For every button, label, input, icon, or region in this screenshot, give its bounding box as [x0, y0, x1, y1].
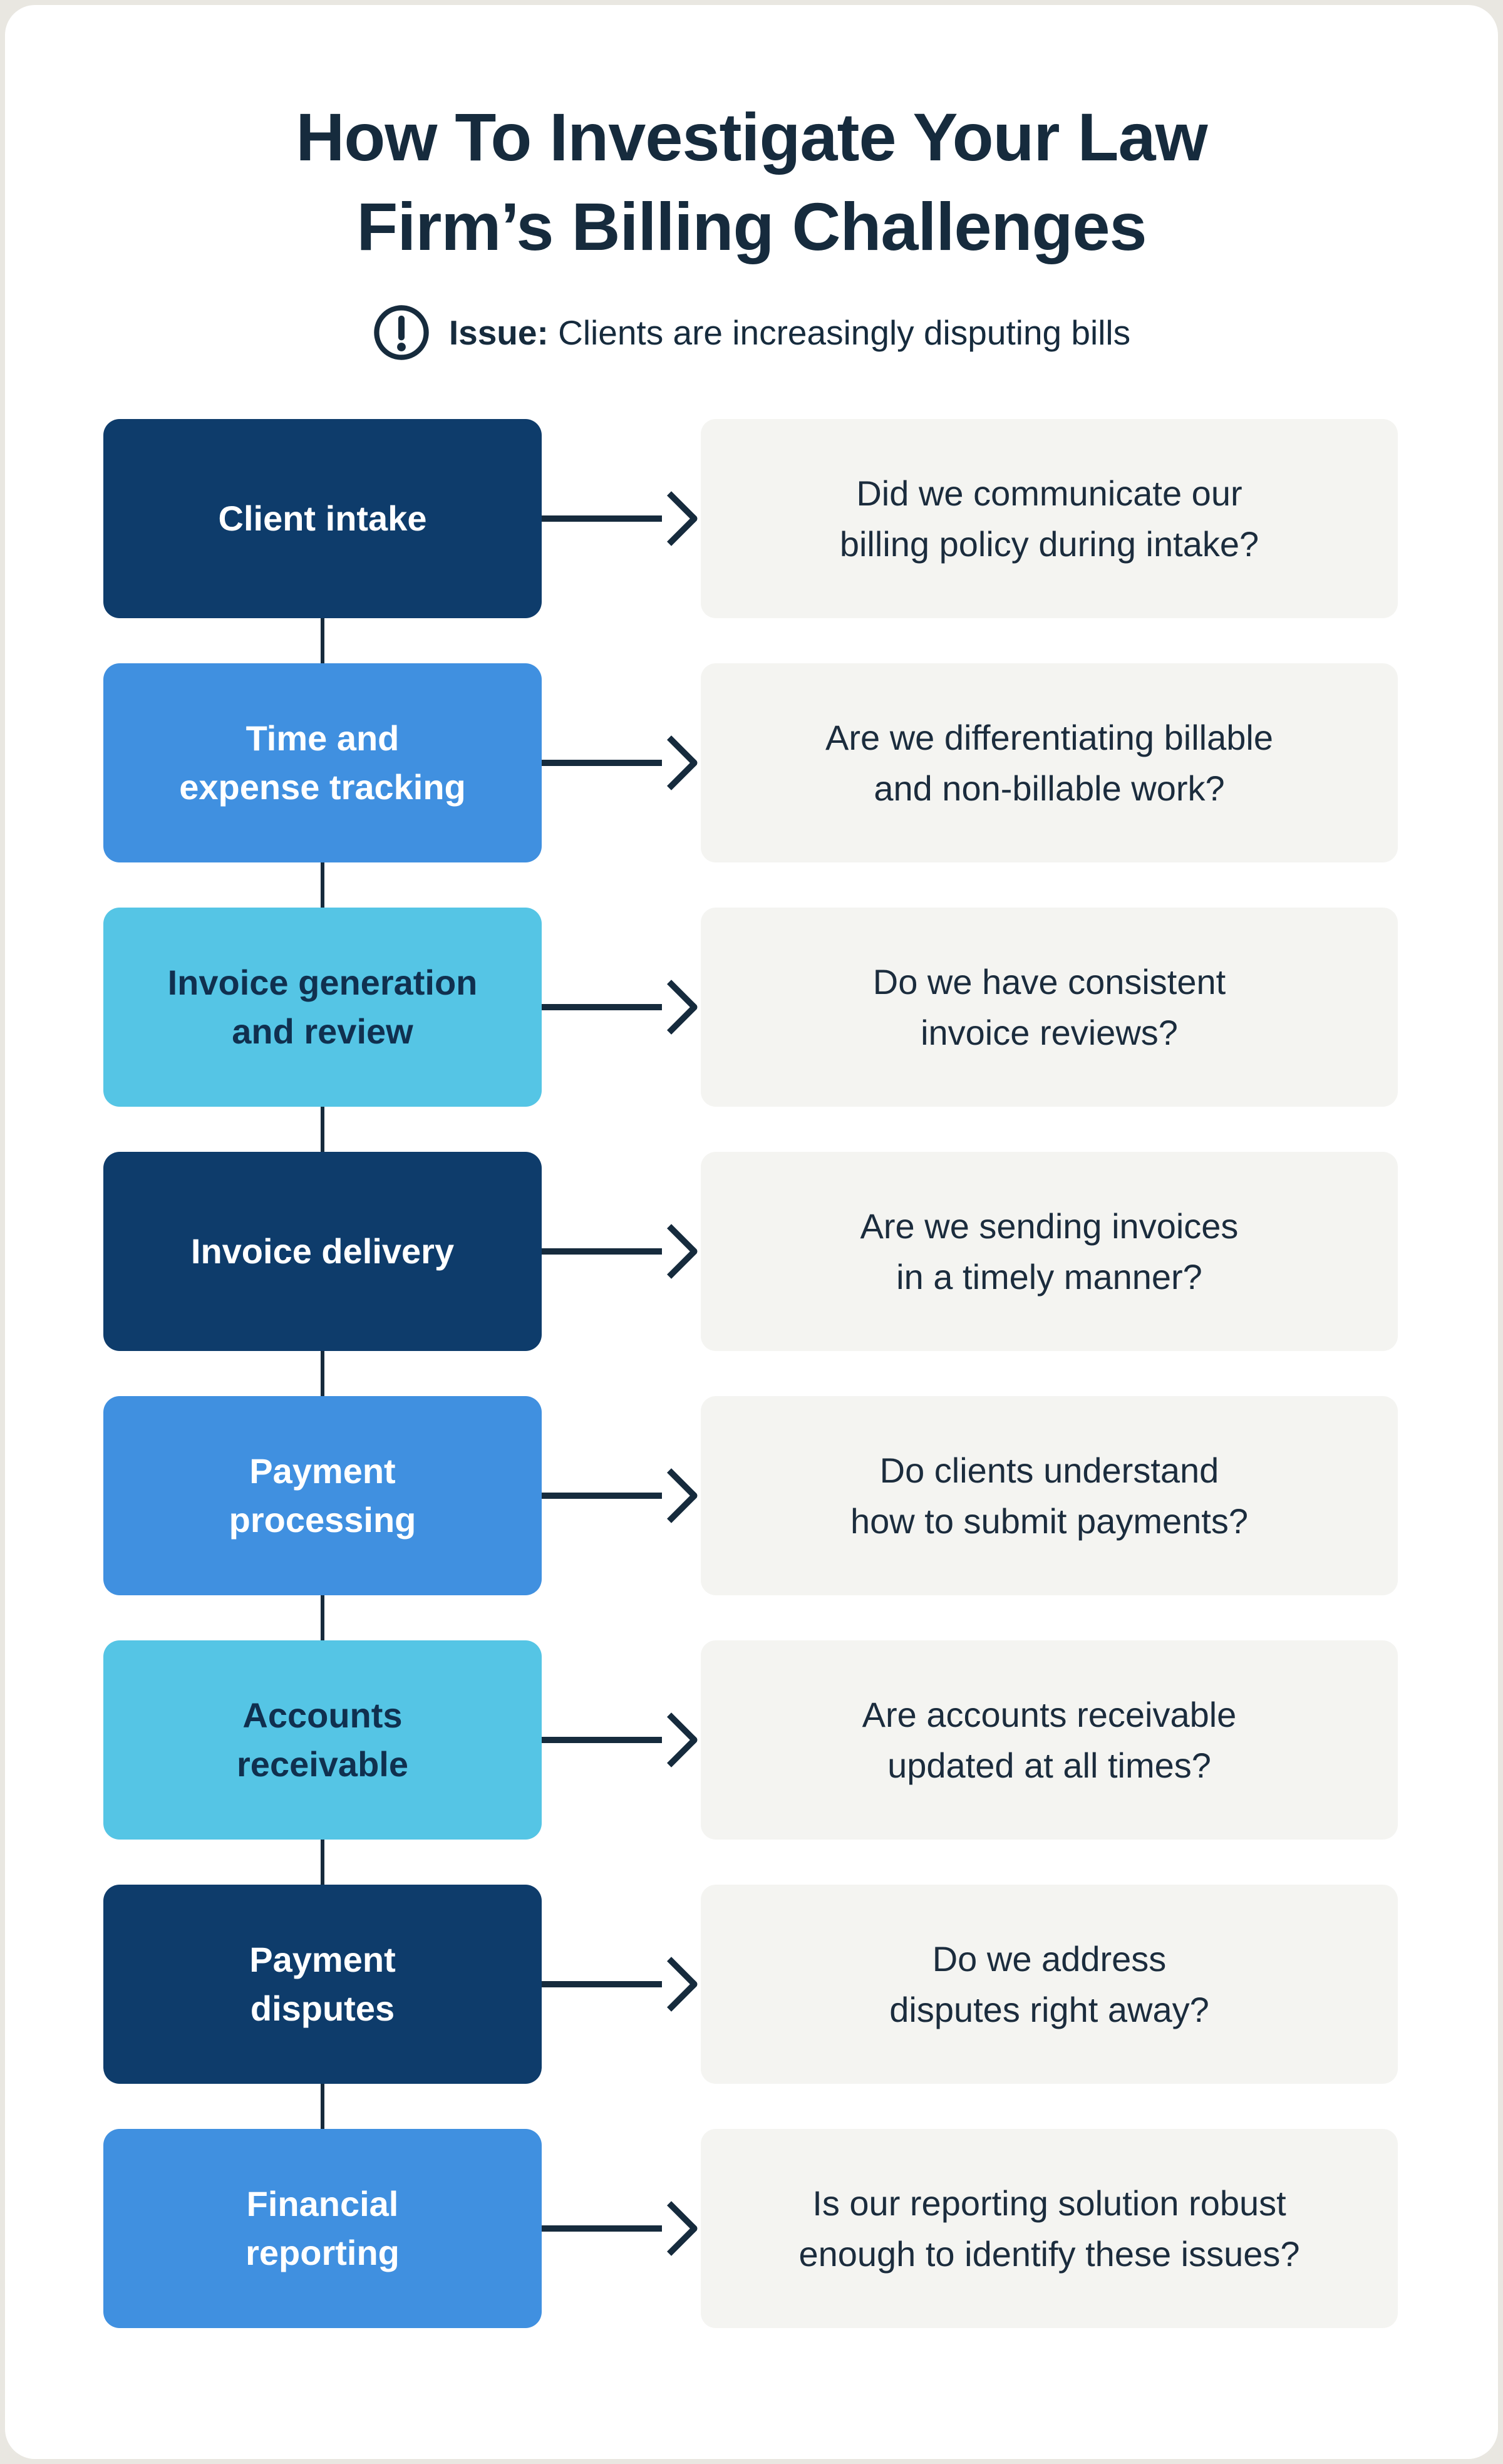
flow-row: Time and expense tracking Are we differe…: [103, 663, 1398, 909]
connector-line: [321, 1351, 324, 1397]
arrow-shaft: [542, 1737, 662, 1744]
question-text: Do clients understand how to submit paym…: [850, 1450, 1248, 1541]
question-box: Are we sending invoices in a timely mann…: [701, 1152, 1398, 1352]
issue-line: Issue: Clients are increasingly disputin…: [5, 304, 1498, 361]
connector-line: [321, 1107, 324, 1153]
connector-line: [321, 2084, 324, 2130]
flow-row: Client intake Did we communicate our bil…: [103, 419, 1398, 665]
flowchart: Client intake Did we communicate our bil…: [5, 419, 1498, 2329]
flow-row: Invoice delivery Are we sending invoices…: [103, 1152, 1398, 1397]
question-text: Are we differentiating billable and non-…: [825, 717, 1273, 809]
question-text: Are accounts receivable updated at all t…: [862, 1694, 1237, 1786]
step-box: Payment disputes: [103, 1885, 542, 2084]
question-box: Is our reporting solution robust enough …: [701, 2129, 1398, 2329]
question-box: Are we differentiating billable and non-…: [701, 663, 1398, 863]
flow-row: Payment processing Do clients understand…: [103, 1396, 1398, 1642]
arrow-right-icon: [542, 2129, 701, 2328]
question-box: Do we have consistent invoice reviews?: [701, 908, 1398, 1107]
step-label: Accounts receivable: [237, 1695, 408, 1784]
step-box: Client intake: [103, 419, 542, 619]
arrow-right-icon: [542, 663, 701, 862]
step-box: Invoice delivery: [103, 1152, 542, 1352]
page-title: How To Investigate Your Law Firm’s Billi…: [296, 99, 1207, 264]
arrow-shaft: [542, 1004, 662, 1011]
arrow-right-icon: [542, 419, 701, 618]
arrow-right-icon: [542, 1885, 701, 2084]
question-box: Do clients understand how to submit paym…: [701, 1396, 1398, 1596]
arrow-head: [644, 491, 699, 546]
arrow-shaft: [542, 2225, 662, 2232]
question-box: Are accounts receivable updated at all t…: [701, 1640, 1398, 1840]
arrow-shaft: [542, 1493, 662, 1499]
arrow-shaft: [542, 1248, 662, 1255]
arrow-head: [644, 2201, 699, 2256]
flow-row: Payment disputes Do we address disputes …: [103, 1885, 1398, 2130]
step-box: Invoice generation and review: [103, 908, 542, 1107]
arrow-right-icon: [542, 1396, 701, 1595]
alert-circle-icon: [374, 305, 429, 360]
connector-line: [321, 862, 324, 909]
arrow-head: [644, 1468, 699, 1523]
flow-row: Accounts receivable Are accounts receiva…: [103, 1640, 1398, 1886]
arrow-right-icon: [542, 908, 701, 1107]
question-text: Do we have consistent invoice reviews?: [872, 961, 1226, 1053]
step-box: Time and expense tracking: [103, 663, 542, 863]
step-label: Invoice generation and review: [167, 962, 478, 1052]
arrow-head: [644, 735, 699, 790]
question-box: Do we address disputes right away?: [701, 1885, 1398, 2084]
arrow-shaft: [542, 515, 662, 522]
step-label: Invoice delivery: [190, 1231, 455, 1271]
connector-line: [321, 618, 324, 665]
arrow-shaft: [542, 1981, 662, 1988]
arrow-right-icon: [542, 1640, 701, 1840]
issue-label: Issue:: [448, 313, 549, 353]
connector-line: [321, 1840, 324, 1886]
arrow-shaft: [542, 760, 662, 767]
arrow-head: [644, 1957, 699, 2012]
step-label: Time and expense tracking: [179, 718, 466, 807]
step-box: Financial reporting: [103, 2129, 542, 2329]
arrow-right-icon: [542, 1152, 701, 1351]
infographic-card: How To Investigate Your Law Firm’s Billi…: [5, 5, 1498, 2459]
step-box: Payment processing: [103, 1396, 542, 1596]
step-label: Payment disputes: [249, 1939, 396, 2029]
arrow-head: [644, 1224, 699, 1279]
question-box: Did we communicate our billing policy du…: [701, 419, 1398, 619]
issue-text: Clients are increasingly disputing bills: [558, 313, 1131, 353]
arrow-head: [644, 980, 699, 1035]
question-text: Is our reporting solution robust enough …: [798, 2183, 1300, 2274]
question-text: Are we sending invoices in a timely mann…: [860, 1206, 1239, 1297]
flow-row: Invoice generation and review Do we have…: [103, 908, 1398, 1153]
step-label: Financial reporting: [245, 2183, 400, 2273]
step-box: Accounts receivable: [103, 1640, 542, 1840]
arrow-head: [644, 1712, 699, 1768]
connector-line: [321, 1595, 324, 1642]
flow-row: Financial reporting Is our reporting sol…: [103, 2129, 1398, 2329]
step-label: Payment processing: [229, 1451, 416, 1540]
issue-text-line: Issue: Clients are increasingly disputin…: [449, 313, 1130, 353]
step-label: Client intake: [218, 498, 427, 538]
question-text: Did we communicate our billing policy du…: [839, 473, 1259, 564]
question-text: Do we address disputes right away?: [889, 1939, 1209, 2030]
